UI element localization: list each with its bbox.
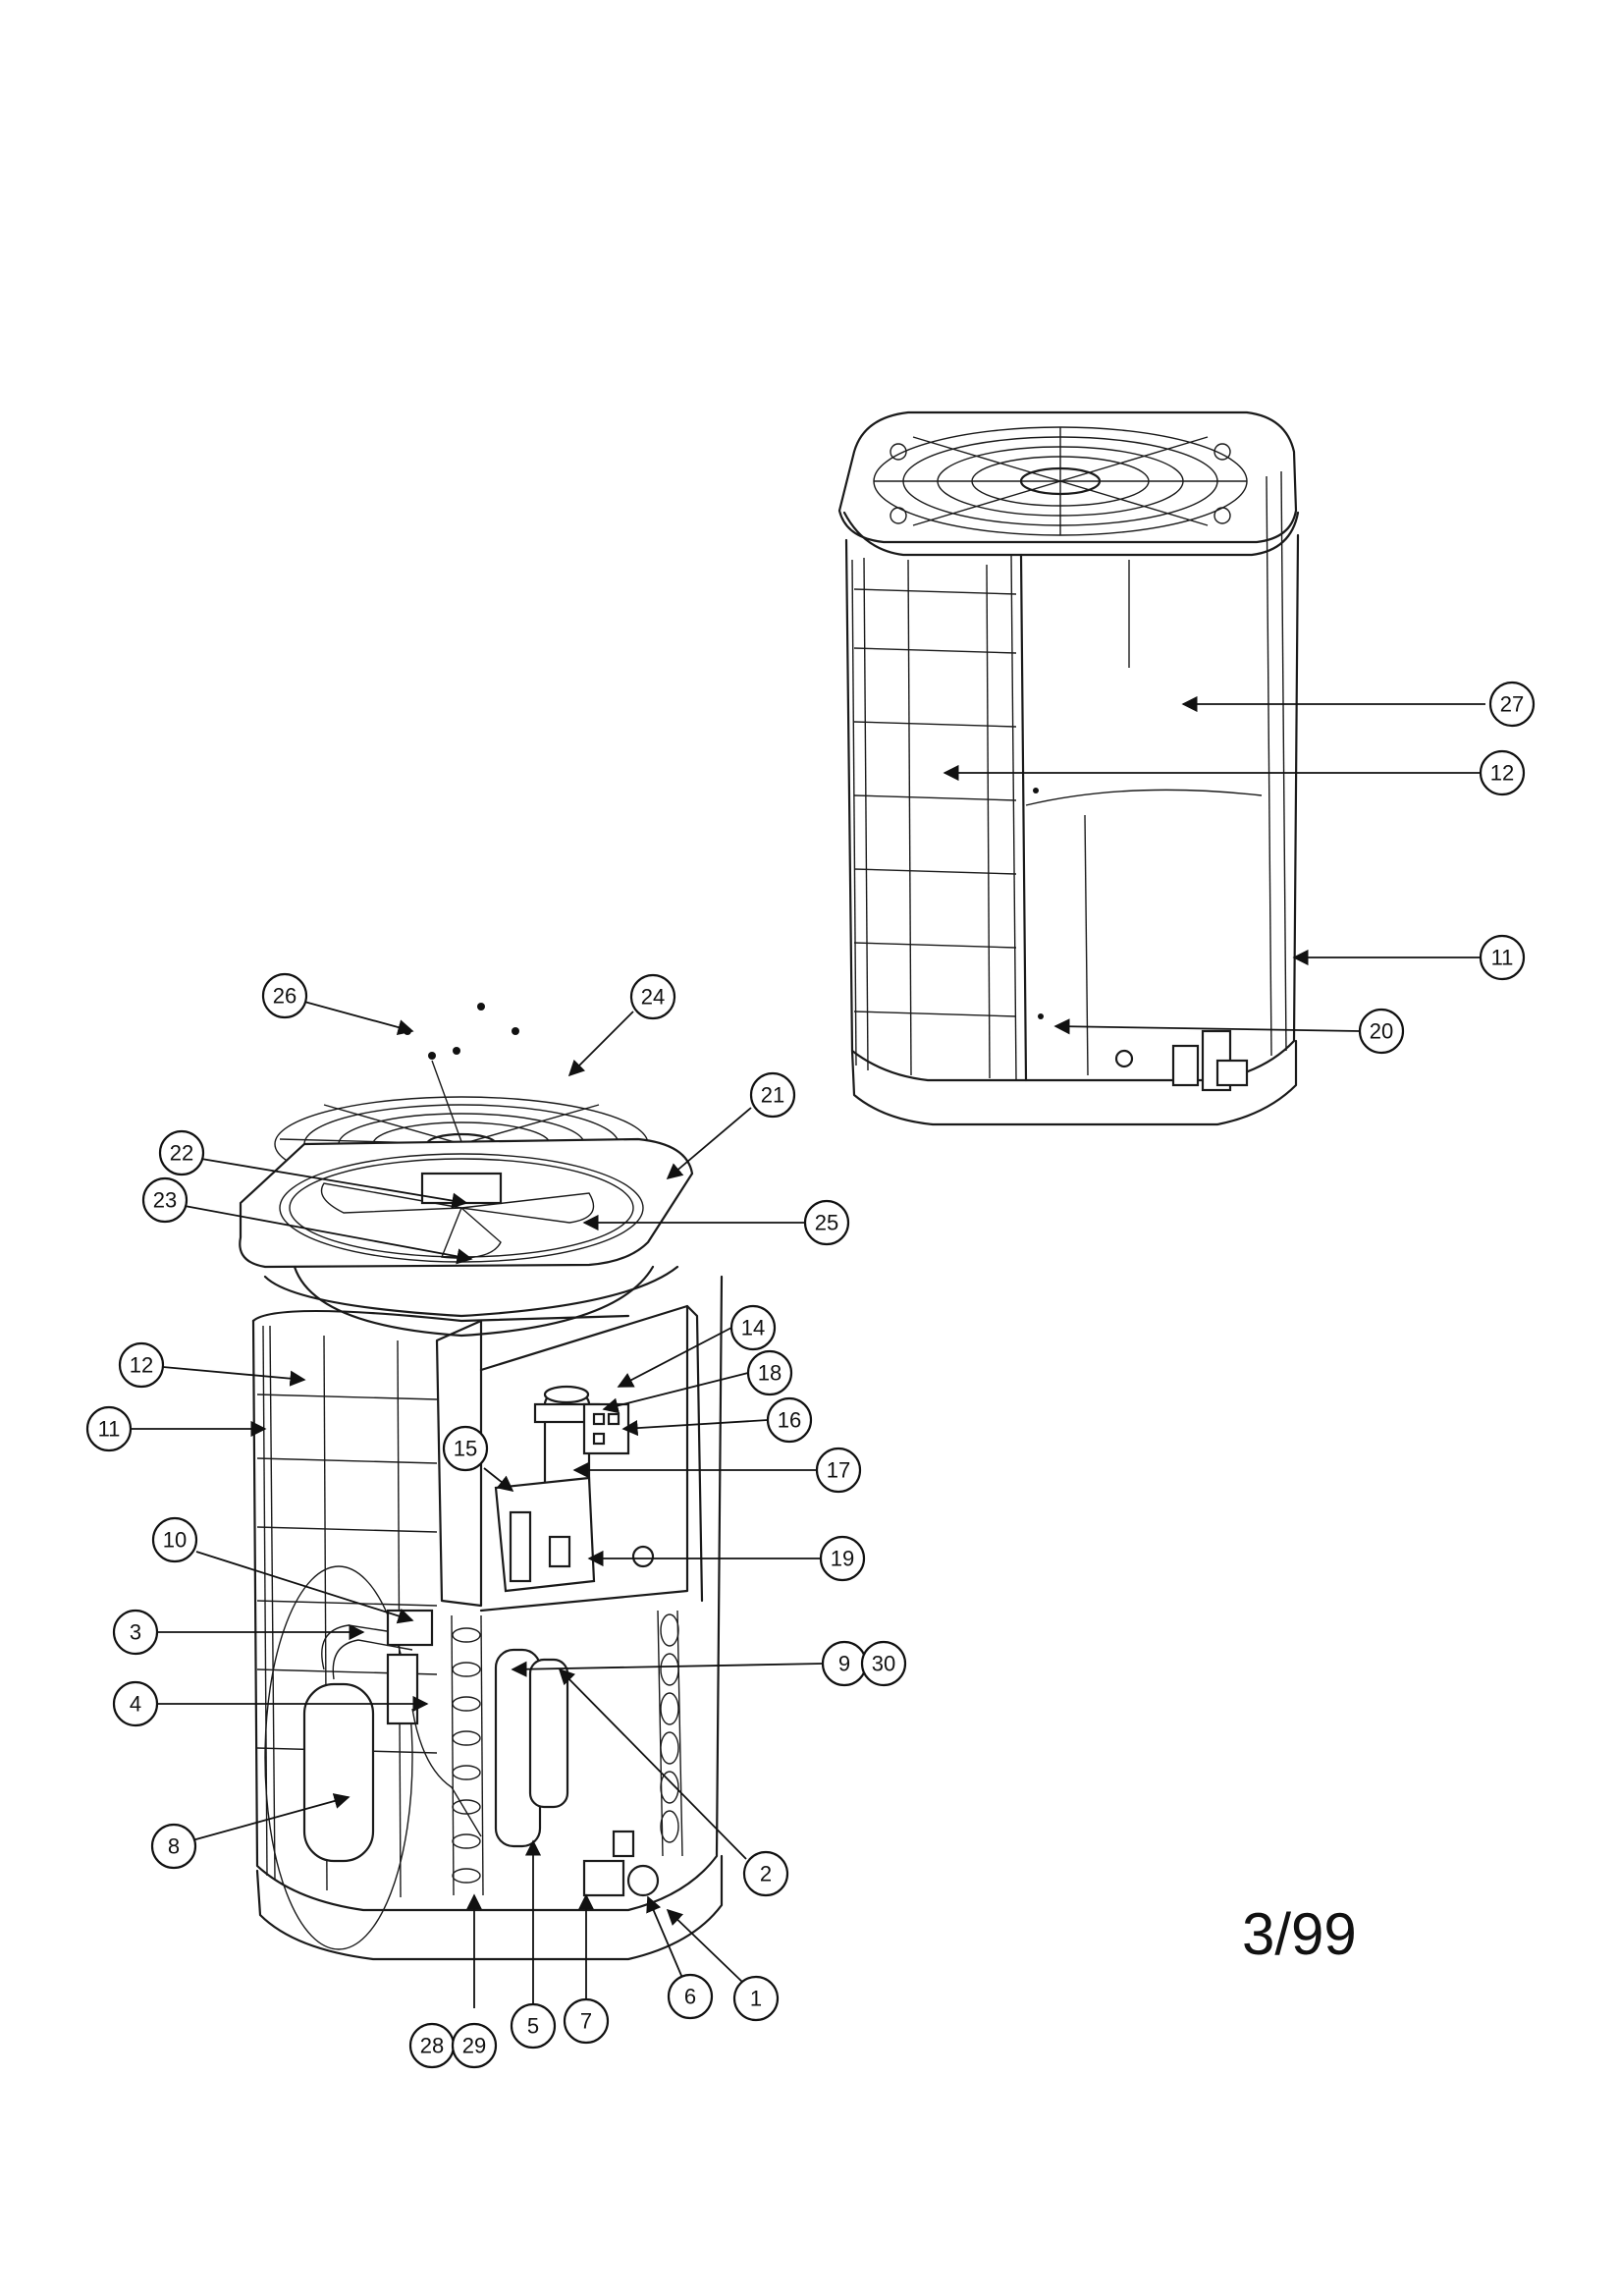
callout-19: 19 (819, 1535, 866, 1582)
callout-11-right: 11 (1479, 934, 1526, 981)
svg-text:19: 19 (831, 1547, 854, 1571)
leader-lines (131, 695, 1485, 2008)
callout-11-left: 11 (85, 1405, 133, 1452)
svg-text:27: 27 (1500, 692, 1524, 717)
svg-text:24: 24 (641, 985, 665, 1010)
callout-29: 29 (451, 2022, 498, 2069)
service-valves (1114, 1029, 1249, 1092)
callout-28: 28 (408, 2022, 456, 2069)
callout-3: 3 (112, 1609, 159, 1656)
svg-text:18: 18 (758, 1361, 782, 1386)
svg-text:29: 29 (462, 2034, 486, 2058)
callout-24: 24 (629, 973, 676, 1020)
svg-text:11: 11 (1491, 946, 1514, 970)
svg-text:5: 5 (527, 2014, 539, 2039)
callout-10: 10 (151, 1516, 198, 1563)
callout-12-left: 12 (118, 1341, 165, 1389)
callout-30: 30 (860, 1640, 907, 1687)
svg-text:17: 17 (827, 1458, 850, 1483)
coil-tubes (451, 1614, 484, 1896)
assembled-unit (837, 410, 1300, 1126)
callout-2: 2 (742, 1850, 789, 1897)
callout-5: 5 (510, 2002, 557, 2050)
compressor-section (264, 1565, 683, 1950)
svg-text:22: 22 (170, 1141, 193, 1166)
callout-9: 9 (821, 1640, 868, 1687)
callout-22: 22 (158, 1129, 205, 1176)
svg-text:26: 26 (273, 984, 297, 1009)
callout-7: 7 (563, 1997, 610, 2045)
callout-25: 25 (803, 1199, 850, 1246)
svg-text:14: 14 (741, 1316, 765, 1340)
svg-text:21: 21 (761, 1083, 784, 1108)
svg-text:25: 25 (815, 1211, 838, 1235)
top-fan-grille (873, 426, 1248, 536)
callout-20: 20 (1358, 1008, 1405, 1055)
callout-16: 16 (766, 1396, 813, 1444)
callout-27: 27 (1488, 681, 1536, 728)
svg-text:3: 3 (130, 1620, 141, 1645)
callout-1: 1 (732, 1975, 780, 2022)
svg-text:7: 7 (580, 2009, 592, 2034)
contactor (582, 1402, 630, 1455)
svg-text:4: 4 (130, 1692, 141, 1717)
callout-12-right: 12 (1479, 749, 1526, 796)
svg-text:6: 6 (684, 1985, 696, 2009)
callout-14: 14 (729, 1304, 777, 1351)
callout-6: 6 (667, 1973, 714, 2020)
callout-18: 18 (746, 1349, 793, 1396)
svg-text:20: 20 (1370, 1019, 1393, 1044)
svg-text:9: 9 (838, 1652, 850, 1676)
svg-text:11: 11 (98, 1417, 121, 1442)
callout-23: 23 (141, 1176, 189, 1224)
callout-17: 17 (815, 1447, 862, 1494)
svg-text:28: 28 (420, 2034, 444, 2058)
svg-text:8: 8 (168, 1834, 180, 1859)
callout-15: 15 (442, 1425, 489, 1472)
exploded-unit (239, 1003, 724, 1961)
defrost-board (494, 1476, 655, 1593)
callout-8: 8 (150, 1823, 197, 1870)
callout-26: 26 (261, 972, 308, 1019)
svg-text:12: 12 (130, 1353, 153, 1378)
svg-text:23: 23 (153, 1188, 177, 1213)
callout-4: 4 (112, 1680, 159, 1727)
svg-text:12: 12 (1490, 761, 1514, 786)
callout-21: 21 (749, 1071, 796, 1119)
svg-text:16: 16 (778, 1408, 801, 1433)
svg-text:15: 15 (454, 1437, 477, 1461)
svg-text:30: 30 (872, 1652, 895, 1676)
svg-text:10: 10 (163, 1528, 187, 1553)
svg-text:2: 2 (760, 1862, 772, 1886)
coil-guard-panel (851, 557, 1017, 1079)
svg-text:1: 1 (750, 1987, 762, 2011)
date-code: 3/99 (1242, 1901, 1357, 1967)
